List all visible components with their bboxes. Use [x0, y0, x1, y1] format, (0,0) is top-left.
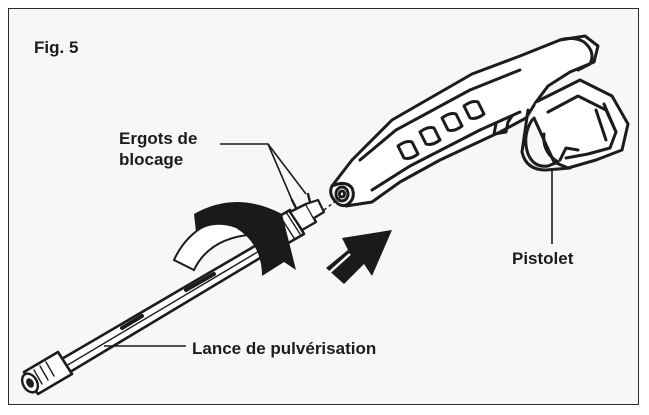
locking-lugs-label-line2: blocage — [119, 150, 184, 169]
alignment-dashed-line — [323, 195, 343, 211]
rotation-arrow — [172, 202, 296, 276]
locking-lugs-label: Ergots de blocage — [119, 128, 229, 170]
figure-title: Fig. 5 — [34, 38, 79, 57]
locking-lugs-label-line1: Ergots de — [119, 129, 198, 148]
pistol-label: Pistolet — [512, 249, 574, 268]
pistol-gun — [329, 34, 630, 208]
spray-lance-label: Lance de pulvérisation — [192, 339, 377, 358]
push-arrow — [326, 230, 392, 284]
leader-lines — [104, 143, 553, 347]
